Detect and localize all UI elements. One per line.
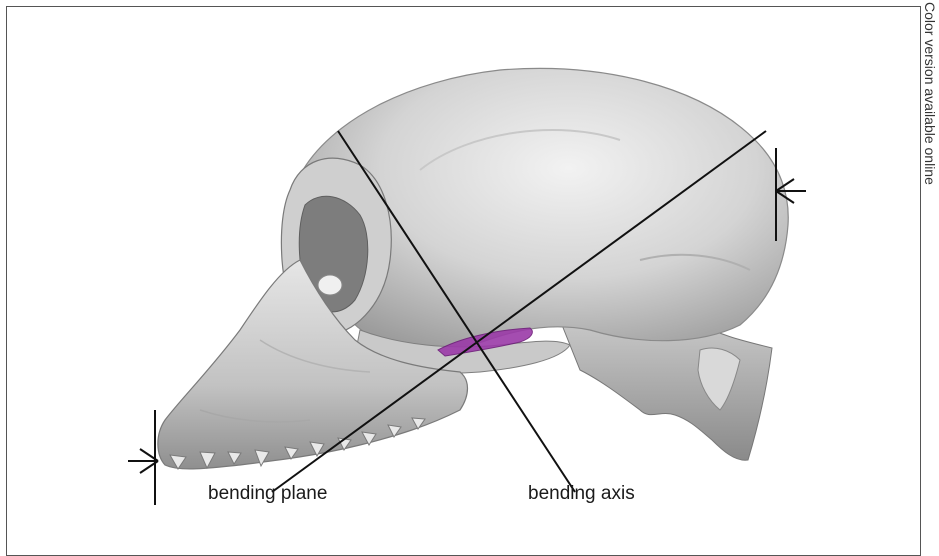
bending-plane-label: bending plane	[208, 483, 327, 505]
left-end-marker	[128, 410, 158, 505]
color-version-note: Color version available online	[921, 0, 939, 549]
color-version-text: Color version available online	[922, 2, 938, 185]
bending-axis-label: bending axis	[528, 483, 635, 505]
skull-figure	[0, 0, 921, 549]
